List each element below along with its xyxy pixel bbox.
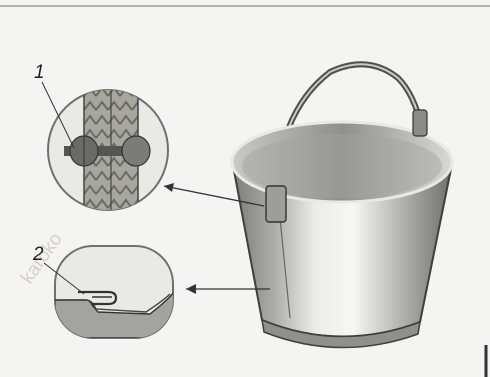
rivet-detail-circle: [48, 88, 168, 213]
handle-ear-left: [266, 186, 286, 222]
seam-detail-box: [55, 246, 174, 338]
callout-label-1: 1: [34, 62, 45, 83]
callout-label-2: 2: [32, 244, 44, 265]
bucket-illustration: [232, 64, 452, 347]
handle-ear-right: [413, 110, 427, 136]
